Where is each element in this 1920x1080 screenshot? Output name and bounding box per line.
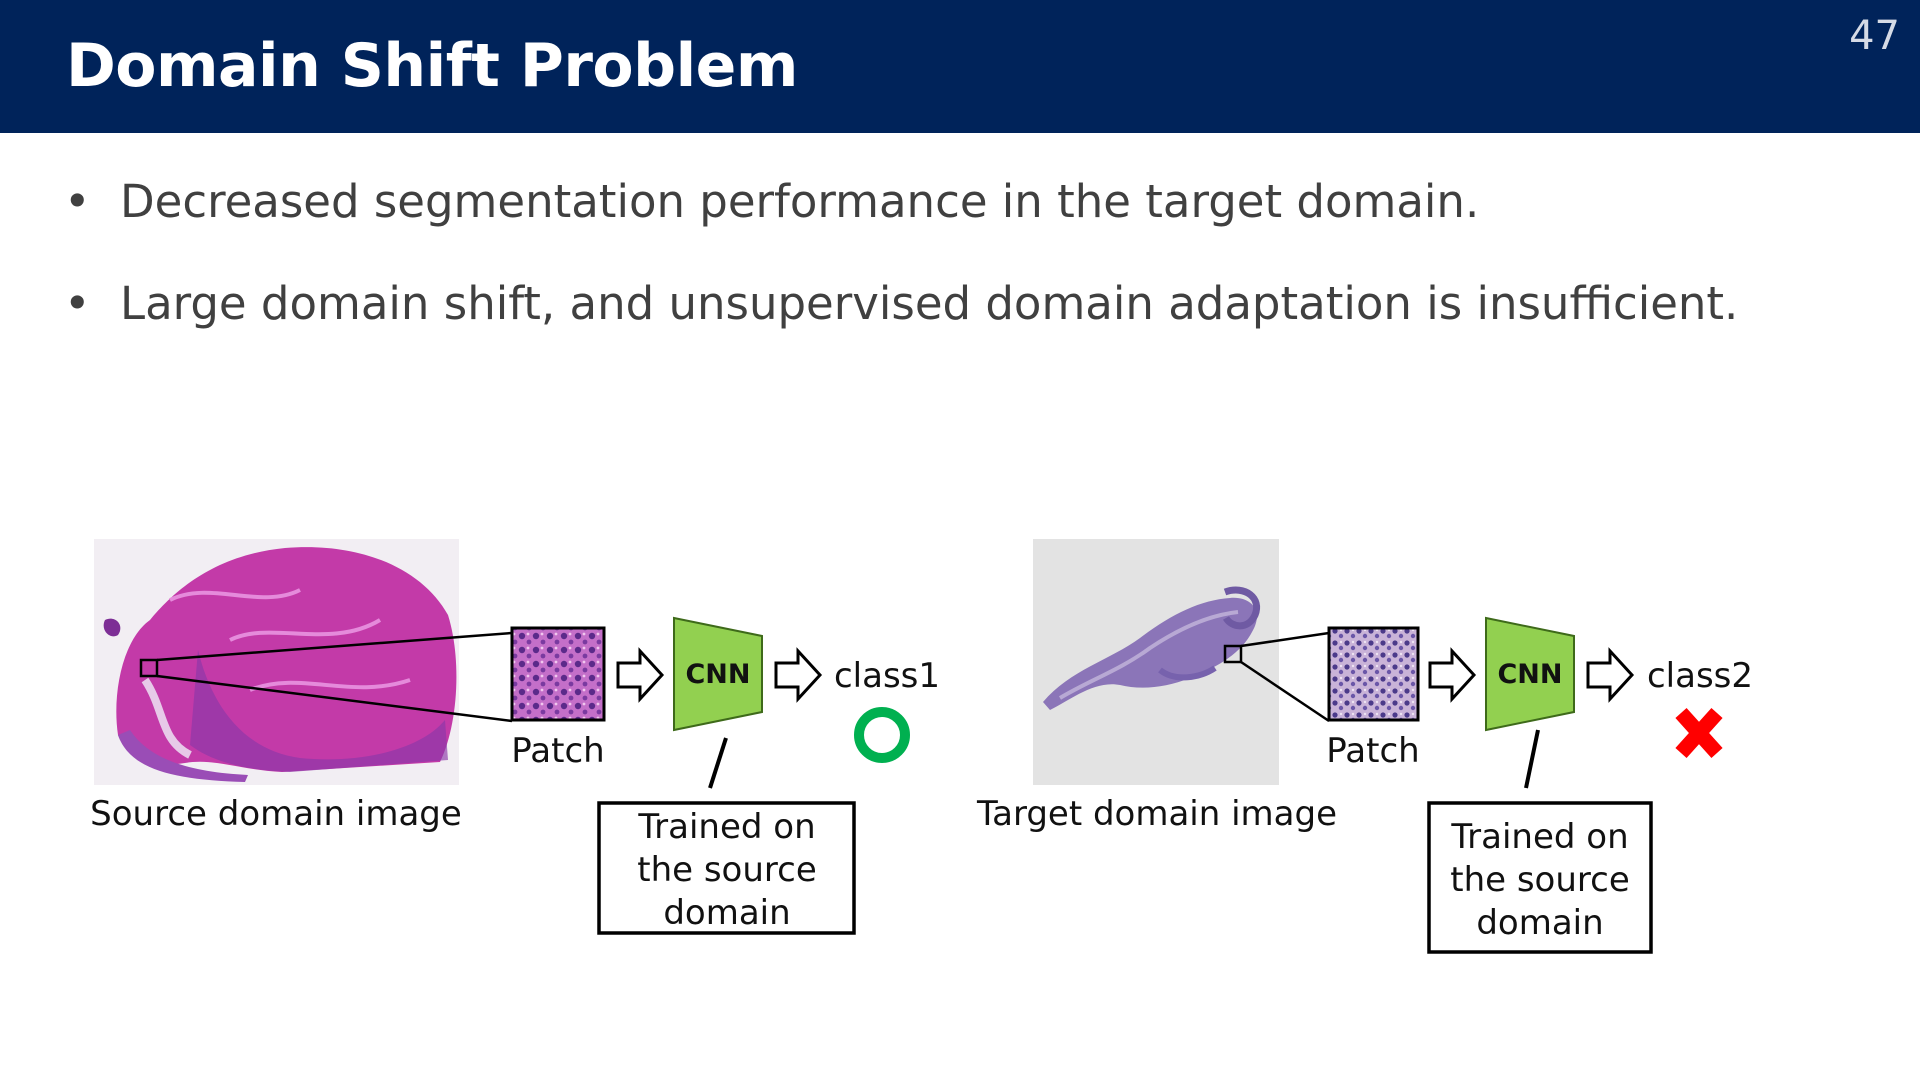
bullet-item: • Large domain shift, and unsupervised d… — [64, 272, 1864, 336]
correct-circle-icon — [854, 707, 910, 763]
title-bar: Domain Shift Problem 47 — [0, 0, 1920, 133]
source-patch-marker — [139, 658, 159, 678]
note-line: Trained on — [637, 807, 815, 847]
bullet-text: Decreased segmentation performance in th… — [120, 175, 1480, 228]
arrow-right-icon — [774, 647, 823, 703]
callout-line — [708, 737, 728, 789]
zoom-line — [156, 674, 513, 723]
note-line: domain — [1476, 903, 1603, 943]
source-patch-label: Patch — [511, 731, 604, 771]
callout-line — [1524, 729, 1540, 789]
note-line: domain — [663, 893, 790, 933]
source-note-box — [597, 801, 856, 935]
target-domain-image — [1033, 539, 1279, 785]
bullet-dot-icon: • — [64, 175, 91, 228]
target-note-box — [1427, 801, 1653, 954]
target-patch-label: Patch — [1326, 731, 1419, 771]
source-image-caption: Source domain image — [90, 794, 462, 834]
bullet-item: • Decreased segmentation performance in … — [64, 170, 1864, 234]
target-image-caption: Target domain image — [976, 794, 1337, 834]
target-cnn-block — [1485, 616, 1575, 732]
source-output-class: class1 — [834, 656, 940, 696]
source-cnn-label: CNN — [685, 659, 750, 690]
source-cnn-block — [673, 616, 763, 732]
zoom-line — [1240, 631, 1330, 648]
target-pipeline: Patch Target domain image CNN class2 Tra… — [976, 539, 1753, 954]
incorrect-cross-icon — [1675, 707, 1723, 759]
note-line: the source — [637, 850, 817, 890]
bullet-list: • Decreased segmentation performance in … — [64, 170, 1864, 374]
arrow-right-icon — [1586, 647, 1635, 703]
slide-title: Domain Shift Problem — [66, 31, 798, 101]
note-line: the source — [1450, 860, 1630, 900]
arrow-right-icon — [616, 647, 665, 703]
domain-shift-diagram: Patch Source domain image CNN class1 Tra… — [90, 539, 1753, 954]
zoom-line — [156, 631, 513, 662]
source-patch-image — [510, 626, 606, 722]
bullet-dot-icon: • — [64, 277, 91, 330]
source-pipeline: Patch Source domain image CNN class1 Tra… — [90, 539, 940, 935]
page-number: 47 — [1849, 13, 1900, 59]
target-patch-marker — [1223, 644, 1243, 664]
arrow-right-icon — [1428, 647, 1477, 703]
target-patch-image — [1327, 626, 1420, 722]
target-output-class: class2 — [1647, 656, 1753, 696]
source-domain-image — [94, 539, 459, 785]
zoom-line — [1240, 660, 1330, 723]
target-cnn-label: CNN — [1497, 659, 1562, 690]
note-line: Trained on — [1450, 817, 1628, 857]
bullet-text: Large domain shift, and unsupervised dom… — [120, 277, 1739, 330]
